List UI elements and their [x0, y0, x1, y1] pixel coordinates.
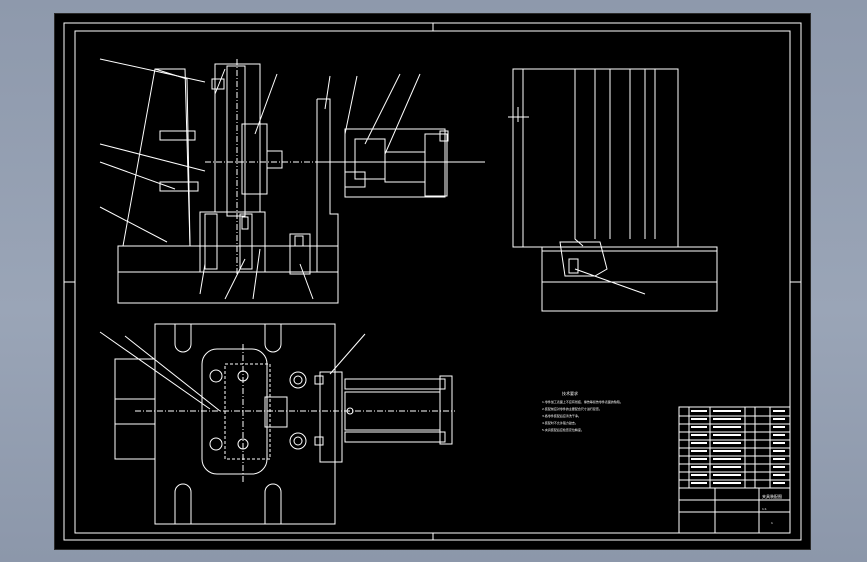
side-view — [508, 68, 718, 312]
centering-marks — [64, 23, 801, 540]
sheet-number: 1 — [771, 521, 773, 525]
tech-req-item: 4.装配时不允许强力敲击。 — [542, 420, 578, 425]
leader-lines — [99, 58, 421, 300]
front-section-view — [99, 58, 485, 304]
scale-label: 1:1 — [762, 507, 767, 511]
tech-req-item: 5.夹具装配后应检查定位精度。 — [542, 427, 584, 432]
drawing-sheet[interactable]: 技术要求 1.零件加工表面上不应有划痕、擦伤等损伤零件表面的缺陷。 2.装配前应… — [54, 13, 811, 550]
title-block: 夹具装配图 1:1 1 — [678, 406, 791, 534]
tech-req-item: 2.装配前应对零件的主要配合尺寸进行复查。 — [542, 406, 602, 411]
technical-requirements: 技术要求 1.零件加工表面上不应有划痕、擦伤等损伤零件表面的缺陷。 2.装配前应… — [542, 390, 623, 432]
bom-text-placeholders — [691, 410, 785, 484]
tech-req-item: 3.各零件装配后应清洗干净。 — [542, 413, 581, 418]
tech-req-item: 1.零件加工表面上不应有划痕、擦伤等损伤零件表面的缺陷。 — [542, 399, 623, 404]
tech-req-title: 技术要求 — [562, 390, 578, 396]
drawing-name: 夹具装配图 — [762, 493, 782, 499]
bom-table — [679, 407, 790, 533]
assembly-drawing: 技术要求 1.零件加工表面上不应有划痕、擦伤等损伤零件表面的缺陷。 2.装配前应… — [63, 22, 802, 541]
plan-view — [99, 323, 455, 525]
